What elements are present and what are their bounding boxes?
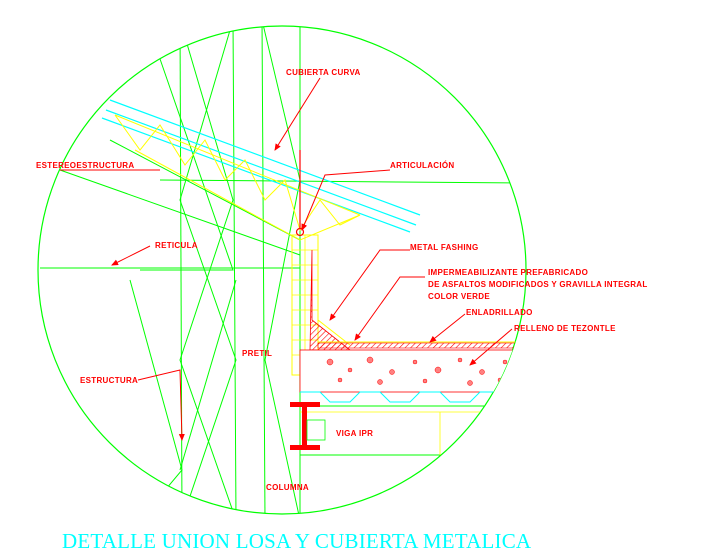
label-impermeabilizante-2: DE ASFALTOS MODIFICADOS Y GRAVILLA INTEG… (428, 280, 648, 289)
label-articulacion: ARTICULACIÓN (390, 161, 454, 170)
detail-circle (37, 25, 527, 515)
label-relleno: RELLENO DE TEZONTLE (514, 324, 616, 333)
curved-roof (101, 99, 421, 233)
label-impermeabilizante-3: COLOR VERDE (428, 292, 490, 301)
drawing-title: DETALLE UNION LOSA Y CUBIERTA METALICA (62, 529, 532, 553)
label-viga: VIGA IPR (336, 429, 373, 438)
leader-lines (60, 77, 513, 441)
label-estereoestructura: ESTEREOESTRUCTURA (36, 161, 134, 170)
articulation-node (295, 227, 305, 237)
label-metal-fashing: METAL FASHING (410, 243, 479, 252)
label-columna: COLUMNA (266, 483, 309, 492)
roof-truss (114, 114, 361, 241)
label-enladrillado: ENLADRILLADO (466, 308, 533, 317)
label-impermeabilizante-1: IMPERMEABILIZANTE PREFABRICADO (428, 268, 588, 277)
label-estructura: ESTRUCTURA (80, 376, 138, 385)
roof-slab (299, 341, 524, 456)
label-reticula: RETICULA (155, 241, 198, 250)
ipr-beam (290, 402, 320, 450)
label-cubierta-curva: CUBIERTA CURVA (286, 68, 361, 77)
label-pretil: PRETIL (242, 349, 272, 358)
